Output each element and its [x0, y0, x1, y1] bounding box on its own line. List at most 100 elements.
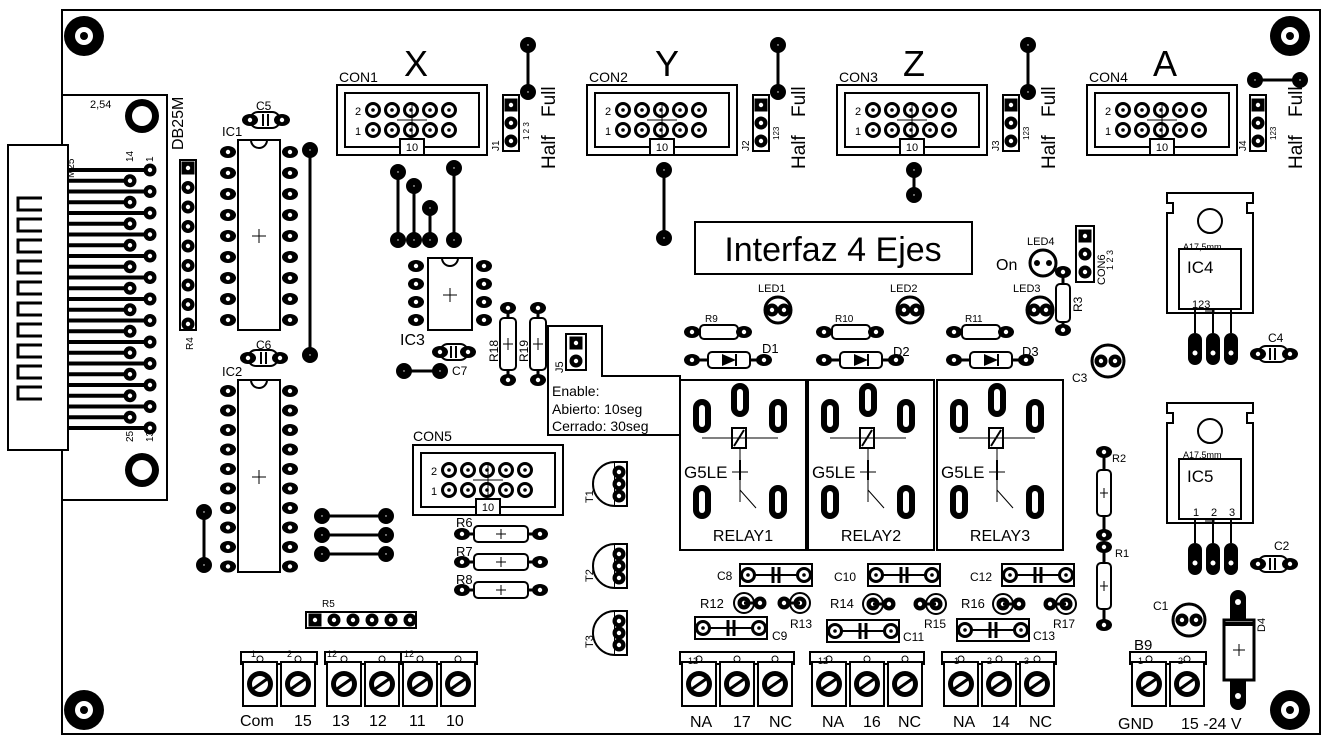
jumper-pin — [1251, 116, 1265, 130]
led-pin — [1027, 303, 1041, 317]
header-pin — [672, 122, 688, 138]
cap-pin — [695, 620, 711, 636]
ic5-label: IC5 — [1187, 467, 1213, 486]
resistor-pin — [1043, 597, 1057, 611]
db25-pin — [143, 335, 157, 349]
ic-pin — [282, 385, 298, 397]
db25-pins — [68, 163, 157, 435]
ic-pin — [282, 560, 298, 573]
db25-pin — [123, 367, 137, 381]
ic2-label: IC2 — [222, 364, 242, 379]
screw-terminal — [810, 660, 848, 708]
c1-label: C1 — [1153, 599, 1169, 613]
term-pin-12b: 12 — [404, 649, 414, 659]
transistor-pin — [612, 638, 626, 652]
con6-label: CON6 — [1096, 254, 1108, 285]
ic-pin — [220, 293, 236, 305]
r4-pin — [181, 317, 195, 331]
header-pin — [365, 122, 381, 138]
resistor-pin — [1012, 597, 1026, 611]
led-pin — [909, 303, 923, 317]
header-pin — [441, 122, 457, 138]
db25-pin — [143, 292, 157, 306]
jumper-pin — [1004, 134, 1018, 148]
cap-pin — [751, 620, 767, 636]
r4-pin — [181, 259, 195, 272]
r4-pin — [181, 239, 195, 253]
db25-pin — [143, 357, 157, 370]
header-row2-label: 2 — [355, 106, 361, 118]
resistor-pin — [816, 326, 832, 338]
con4-label: CON4 — [1089, 69, 1128, 85]
relay2-term-na: NA — [822, 714, 845, 731]
ic-pin — [282, 541, 298, 553]
jumper-pin — [504, 134, 518, 148]
screw-terminal — [680, 660, 718, 708]
screw-terminal — [1130, 660, 1168, 708]
header-pin — [403, 102, 419, 118]
resistor-pin — [532, 556, 548, 568]
header-pin — [691, 102, 707, 118]
cap-pin — [924, 567, 940, 583]
ic-pin — [220, 404, 236, 417]
power-label-voltage: 15 -24 V — [1181, 716, 1242, 733]
header-key-label: 10 — [482, 502, 494, 514]
header-pin — [517, 482, 533, 498]
ic-pin — [220, 314, 236, 326]
ic2-chip: IC2 — [220, 364, 298, 573]
power-label-gnd: GND — [1118, 716, 1154, 733]
ic3-label: IC3 — [400, 332, 425, 349]
r11-label: R11 — [965, 314, 983, 325]
cap-pin — [827, 623, 843, 639]
ic-pin — [282, 146, 298, 158]
header-row1-label: 1 — [605, 126, 611, 138]
t2-label: T2 — [584, 569, 596, 582]
mounting-hole-icon — [1270, 16, 1310, 56]
relay3-driver — [946, 295, 1055, 369]
header-pin — [498, 482, 514, 498]
resistor-pin — [684, 326, 700, 338]
con5-label: CON5 — [413, 428, 452, 444]
led2-label: LED2 — [890, 283, 918, 295]
r13-label: R13 — [790, 617, 812, 631]
led4-on-label: On — [996, 257, 1017, 274]
half-step-label: Half — [1039, 134, 1060, 169]
led-pin — [765, 303, 779, 317]
db25-pin — [143, 185, 157, 198]
resistor-pin — [736, 326, 752, 338]
jumper-ref-label: J1 — [491, 140, 502, 151]
c6-label: C6 — [256, 338, 272, 352]
term-label-10: 10 — [446, 713, 464, 730]
ic-pin — [220, 385, 236, 397]
db25-pin — [123, 324, 137, 338]
screw-terminal — [756, 660, 794, 708]
con2-label: CON2 — [589, 69, 628, 85]
term-pin-2: 2 — [287, 649, 292, 659]
header-pin — [1191, 122, 1207, 138]
relay3-term-nc: NC — [1029, 714, 1052, 731]
screw-terminal — [718, 660, 756, 708]
term-pin-12a: 12 — [327, 649, 337, 659]
jumper-pin — [754, 134, 768, 148]
db25-pin1-label: 1 — [145, 156, 156, 162]
resistor-pin — [882, 597, 896, 611]
header-row1-label: 1 — [355, 126, 361, 138]
c1-capacitor: C1 — [1153, 599, 1207, 638]
jumper-pins-label: 1 2 3 — [522, 122, 531, 140]
header-pin — [941, 122, 957, 138]
full-step-label: Full — [539, 86, 560, 117]
diode-pin — [684, 354, 700, 366]
term-label-11: 11 — [409, 713, 426, 730]
ic-pin — [282, 443, 298, 456]
header-pin — [884, 122, 900, 138]
mounting-hole-icon — [1270, 690, 1310, 730]
header-pin — [441, 462, 457, 478]
header-pin — [460, 482, 476, 498]
t3-label: T3 — [584, 635, 596, 648]
